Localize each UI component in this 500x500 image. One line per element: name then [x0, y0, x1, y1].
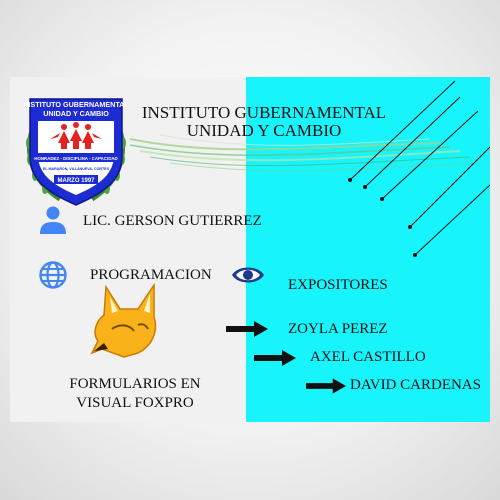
- cyan-panel: [246, 77, 490, 422]
- green-swoosh-decoration: [129, 134, 481, 172]
- presentation-slide: INSTITUTO GUBERNAMENTAL UNIDAD Y CAMBIO …: [10, 77, 490, 422]
- presenters-heading: EXPOSITORES: [288, 277, 388, 293]
- crest-name-line2: UNIDAD Y CAMBIO: [43, 109, 109, 118]
- presenter-3: DAVID CARDENAS: [350, 377, 481, 393]
- caption-line-2: VISUAL FOXPRO: [76, 395, 194, 411]
- slide-title: INSTITUTO GUBERNAMENTAL UNIDAD Y CAMBIO: [135, 104, 393, 140]
- caption-line-1: FORMULARIOS EN: [69, 376, 201, 392]
- crest-name-line1: INSTITUTO GUBERNAMENTAL: [23, 100, 129, 109]
- presenter-2: AXEL CASTILLO: [310, 349, 426, 365]
- title-line-1: INSTITUTO GUBERNAMENTAL: [141, 103, 387, 122]
- teacher-name: LIC. GERSON GUTIERREZ: [83, 213, 262, 229]
- subject-label: PROGRAMACION: [90, 267, 212, 283]
- topic-caption: FORMULARIOS EN VISUAL FOXPRO: [50, 375, 220, 413]
- arrow-right-icon: [226, 321, 268, 337]
- crest-location: EL MARAÑON, VILLANUEVA, CORTES: [43, 166, 110, 171]
- crest-motto: HONRADEZ - DISCIPLINA - CAPACIDAD: [34, 156, 117, 161]
- arrow-right-icon: [306, 378, 346, 394]
- fox-logo-icon: [90, 283, 157, 358]
- presenter-1: ZOYLA PEREZ: [288, 321, 388, 337]
- globe-icon: [39, 261, 67, 289]
- person-icon: [40, 206, 66, 234]
- school-crest-logo: INSTITUTO GUBERNAMENTAL UNIDAD Y CAMBIO …: [23, 98, 129, 206]
- eye-icon: [232, 267, 264, 283]
- title-line-2: UNIDAD Y CAMBIO: [186, 121, 342, 140]
- crest-founded: MARZO 1997: [57, 178, 95, 184]
- arrow-right-icon: [254, 350, 296, 366]
- diagonal-rays-decoration: [348, 80, 490, 257]
